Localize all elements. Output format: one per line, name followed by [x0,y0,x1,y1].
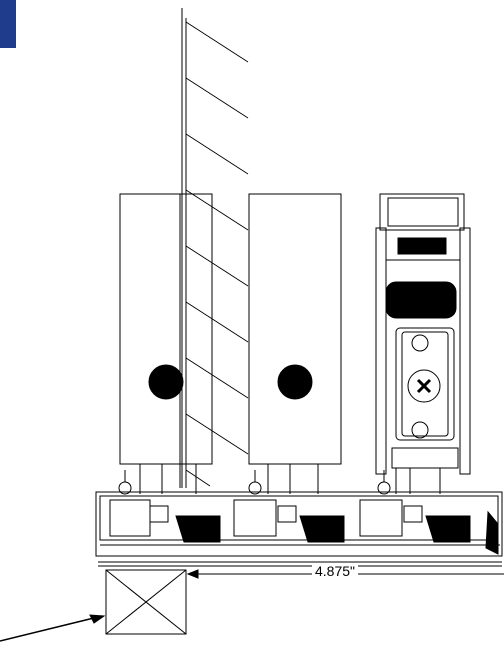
sill-track [95,491,503,567]
left-panel-dot [148,364,184,400]
nav-tab[interactable] [0,0,16,48]
left-panel [119,193,213,494]
middle-panel-dot [277,364,313,400]
middle-panel [248,193,342,494]
glass-hatch [185,21,249,487]
right-frame [375,193,471,494]
leader-arrow [0,614,106,642]
glass-section [181,8,249,488]
anchor-block [105,569,187,635]
fasteners [118,470,391,495]
dimension-label: 4.875" [312,563,359,579]
